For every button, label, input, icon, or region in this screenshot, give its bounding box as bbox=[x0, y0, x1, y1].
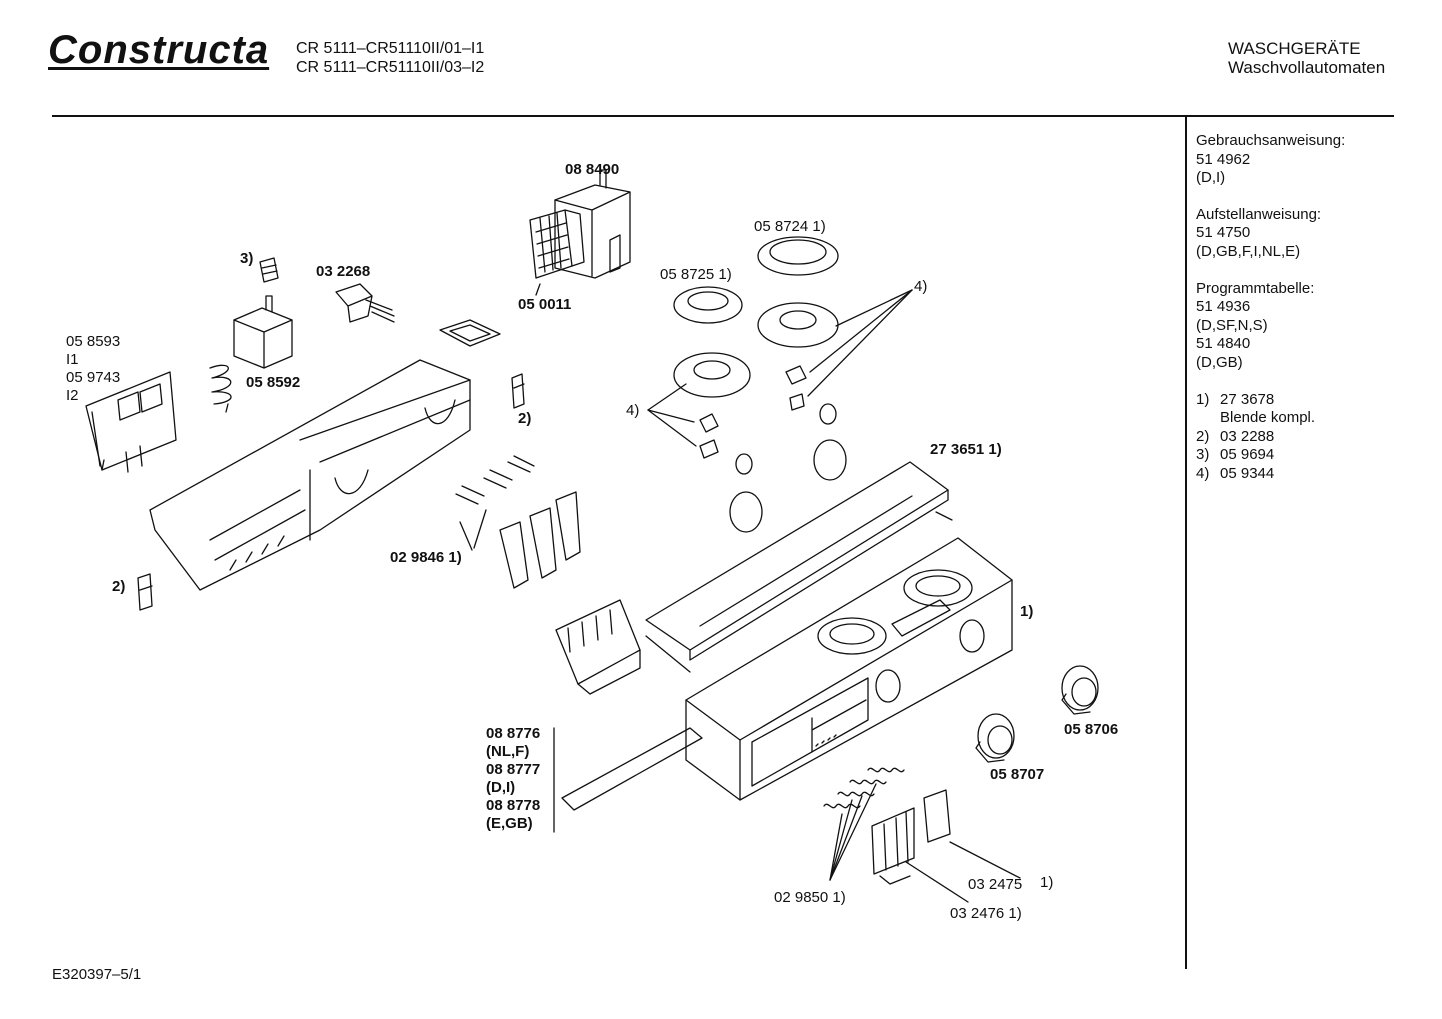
footnote-mark: 1) bbox=[1196, 390, 1210, 408]
label-fn4-upper: 4) bbox=[914, 278, 928, 295]
install-title: Aufstellanweisung: bbox=[1196, 205, 1322, 223]
label-059743: 05 9743 bbox=[66, 369, 121, 386]
usage-number: 51 4962 bbox=[1196, 150, 1251, 168]
clip-lower-drawing bbox=[138, 574, 152, 610]
model-line-2: CR 5111–CR51110II/03–I2 bbox=[296, 59, 485, 76]
knob-058706-drawing bbox=[1062, 666, 1098, 714]
front-panel-drawing bbox=[686, 538, 1012, 800]
header-divider bbox=[52, 115, 1394, 117]
program-title: Programmtabelle: bbox=[1196, 279, 1315, 297]
programmer-timer-drawing bbox=[555, 170, 630, 278]
footnote-text: 27 3678 bbox=[1220, 390, 1275, 408]
footnote-mark: 2) bbox=[1196, 427, 1210, 445]
label-273651: 27 3651 1) bbox=[930, 441, 1002, 458]
label-i1: I1 bbox=[66, 351, 79, 368]
label-egb: (E,GB) bbox=[486, 815, 533, 832]
small-springs-drawing bbox=[824, 768, 904, 880]
usage-block: Gebrauchsanweisung: 51 4962 (D,I) bbox=[1196, 132, 1436, 188]
program-block: Programmtabelle: 51 4936 (D,SF,N,S) 51 4… bbox=[1196, 280, 1436, 373]
label-fn2-lower: 2) bbox=[112, 578, 126, 595]
label-fn1-panel: 1) bbox=[1020, 603, 1034, 620]
label-058593: 05 8593 bbox=[66, 333, 121, 350]
footnote-text: 03 2288 bbox=[1220, 427, 1275, 445]
label-032268: 03 2268 bbox=[316, 263, 371, 280]
label-032475-fn: 1) bbox=[1040, 874, 1054, 891]
connector-032268-drawing bbox=[336, 284, 394, 322]
switch-small-drawing bbox=[260, 258, 278, 282]
label-088778: 08 8778 bbox=[486, 797, 541, 814]
label-058592: 05 8592 bbox=[246, 374, 301, 391]
control-frame-drawing bbox=[150, 360, 470, 590]
program-langs-1: (D,SF,N,S) bbox=[1196, 316, 1268, 334]
small-plate-drawing bbox=[440, 320, 500, 346]
label-088777: 08 8777 bbox=[486, 761, 541, 778]
footnote-row: Blende kompl. bbox=[1196, 409, 1436, 428]
label-di: (D,I) bbox=[486, 779, 516, 796]
flange-058725 bbox=[674, 287, 742, 323]
usage-langs: (D,I) bbox=[1196, 169, 1226, 187]
clip-upper-drawing bbox=[512, 374, 524, 408]
label-088490: 08 8490 bbox=[565, 161, 620, 178]
label-058724: 05 8724 1) bbox=[754, 218, 826, 235]
program-langs-2: (D,GB) bbox=[1196, 353, 1243, 371]
label-058725: 05 8725 1) bbox=[660, 266, 732, 283]
sidebar-divider bbox=[1185, 117, 1187, 969]
install-langs: (D,GB,F,I,NL,E) bbox=[1196, 242, 1301, 260]
contact-springs-drawing bbox=[456, 456, 580, 588]
footnote-row: 4) 05 9344 bbox=[1196, 465, 1436, 484]
flange-058724 bbox=[758, 237, 838, 275]
footnote-row: 2) 03 2288 bbox=[1196, 428, 1436, 447]
install-number: 51 4750 bbox=[1196, 224, 1251, 242]
program-number-2: 51 4840 bbox=[1196, 335, 1251, 353]
label-050011: 05 0011 bbox=[518, 296, 572, 313]
label-088776: 08 8776 bbox=[486, 725, 541, 742]
flanges-drawing bbox=[648, 237, 912, 532]
program-number-1: 51 4936 bbox=[1196, 298, 1251, 316]
footnote-text: 05 9344 bbox=[1220, 464, 1275, 482]
label-fn3: 3) bbox=[240, 250, 254, 267]
label-i2: I2 bbox=[66, 387, 79, 404]
label-032475: 03 2475 bbox=[968, 876, 1023, 893]
sidebar: Gebrauchsanweisung: 51 4962 (D,I) Aufste… bbox=[1196, 132, 1436, 502]
knob-058707-drawing bbox=[976, 714, 1014, 762]
label-fn4-left: 4) bbox=[626, 402, 640, 419]
footnote-mark: 3) bbox=[1196, 446, 1210, 464]
circuit-board-drawing bbox=[86, 372, 176, 472]
label-fn2-upper: 2) bbox=[518, 410, 532, 427]
footnote-row: 3) 05 9694 bbox=[1196, 446, 1436, 465]
usage-title: Gebrauchsanweisung: bbox=[1196, 132, 1346, 149]
motor-058592-drawing bbox=[210, 296, 292, 412]
subcategory-title: Waschvollautomaten bbox=[1228, 58, 1386, 77]
leader-050011 bbox=[536, 284, 540, 295]
spring-drawing bbox=[210, 365, 231, 404]
install-block: Aufstellanweisung: 51 4750 (D,GB,F,I,NL,… bbox=[1196, 206, 1436, 262]
label-058707: 05 8707 bbox=[990, 766, 1045, 783]
push-switch-block-drawing bbox=[556, 600, 640, 694]
footnote-mark: 4) bbox=[1196, 464, 1210, 482]
label-032476: 03 2476 1) bbox=[950, 905, 1022, 922]
model-line-1: CR 5111–CR51110II/01–I1 bbox=[296, 40, 485, 57]
label-058706: 05 8706 bbox=[1064, 721, 1119, 738]
panel-cover-drawing bbox=[646, 462, 952, 672]
film-strip-drawing bbox=[554, 728, 702, 832]
footnotes-block: 1) 27 3678 Blende kompl. 2) 03 2288 3) 05 9… bbox=[1196, 391, 1436, 484]
footnote-row: 1) 27 3678 bbox=[1196, 391, 1436, 410]
light-guides-drawing bbox=[872, 790, 1020, 902]
document-id: E320397–5/1 bbox=[52, 966, 142, 983]
footnote-text: Blende kompl. bbox=[1220, 409, 1316, 427]
category-title: WASCHGERÄTE bbox=[1228, 39, 1361, 58]
label-029846: 02 9846 1) bbox=[390, 549, 462, 566]
brand-logo: Constructa bbox=[48, 28, 270, 72]
footnote-text: 05 9694 bbox=[1220, 446, 1275, 464]
label-029850: 02 9850 1) bbox=[774, 889, 846, 906]
relay-block-drawing bbox=[530, 210, 584, 278]
label-nlf: (NL,F) bbox=[486, 743, 530, 760]
